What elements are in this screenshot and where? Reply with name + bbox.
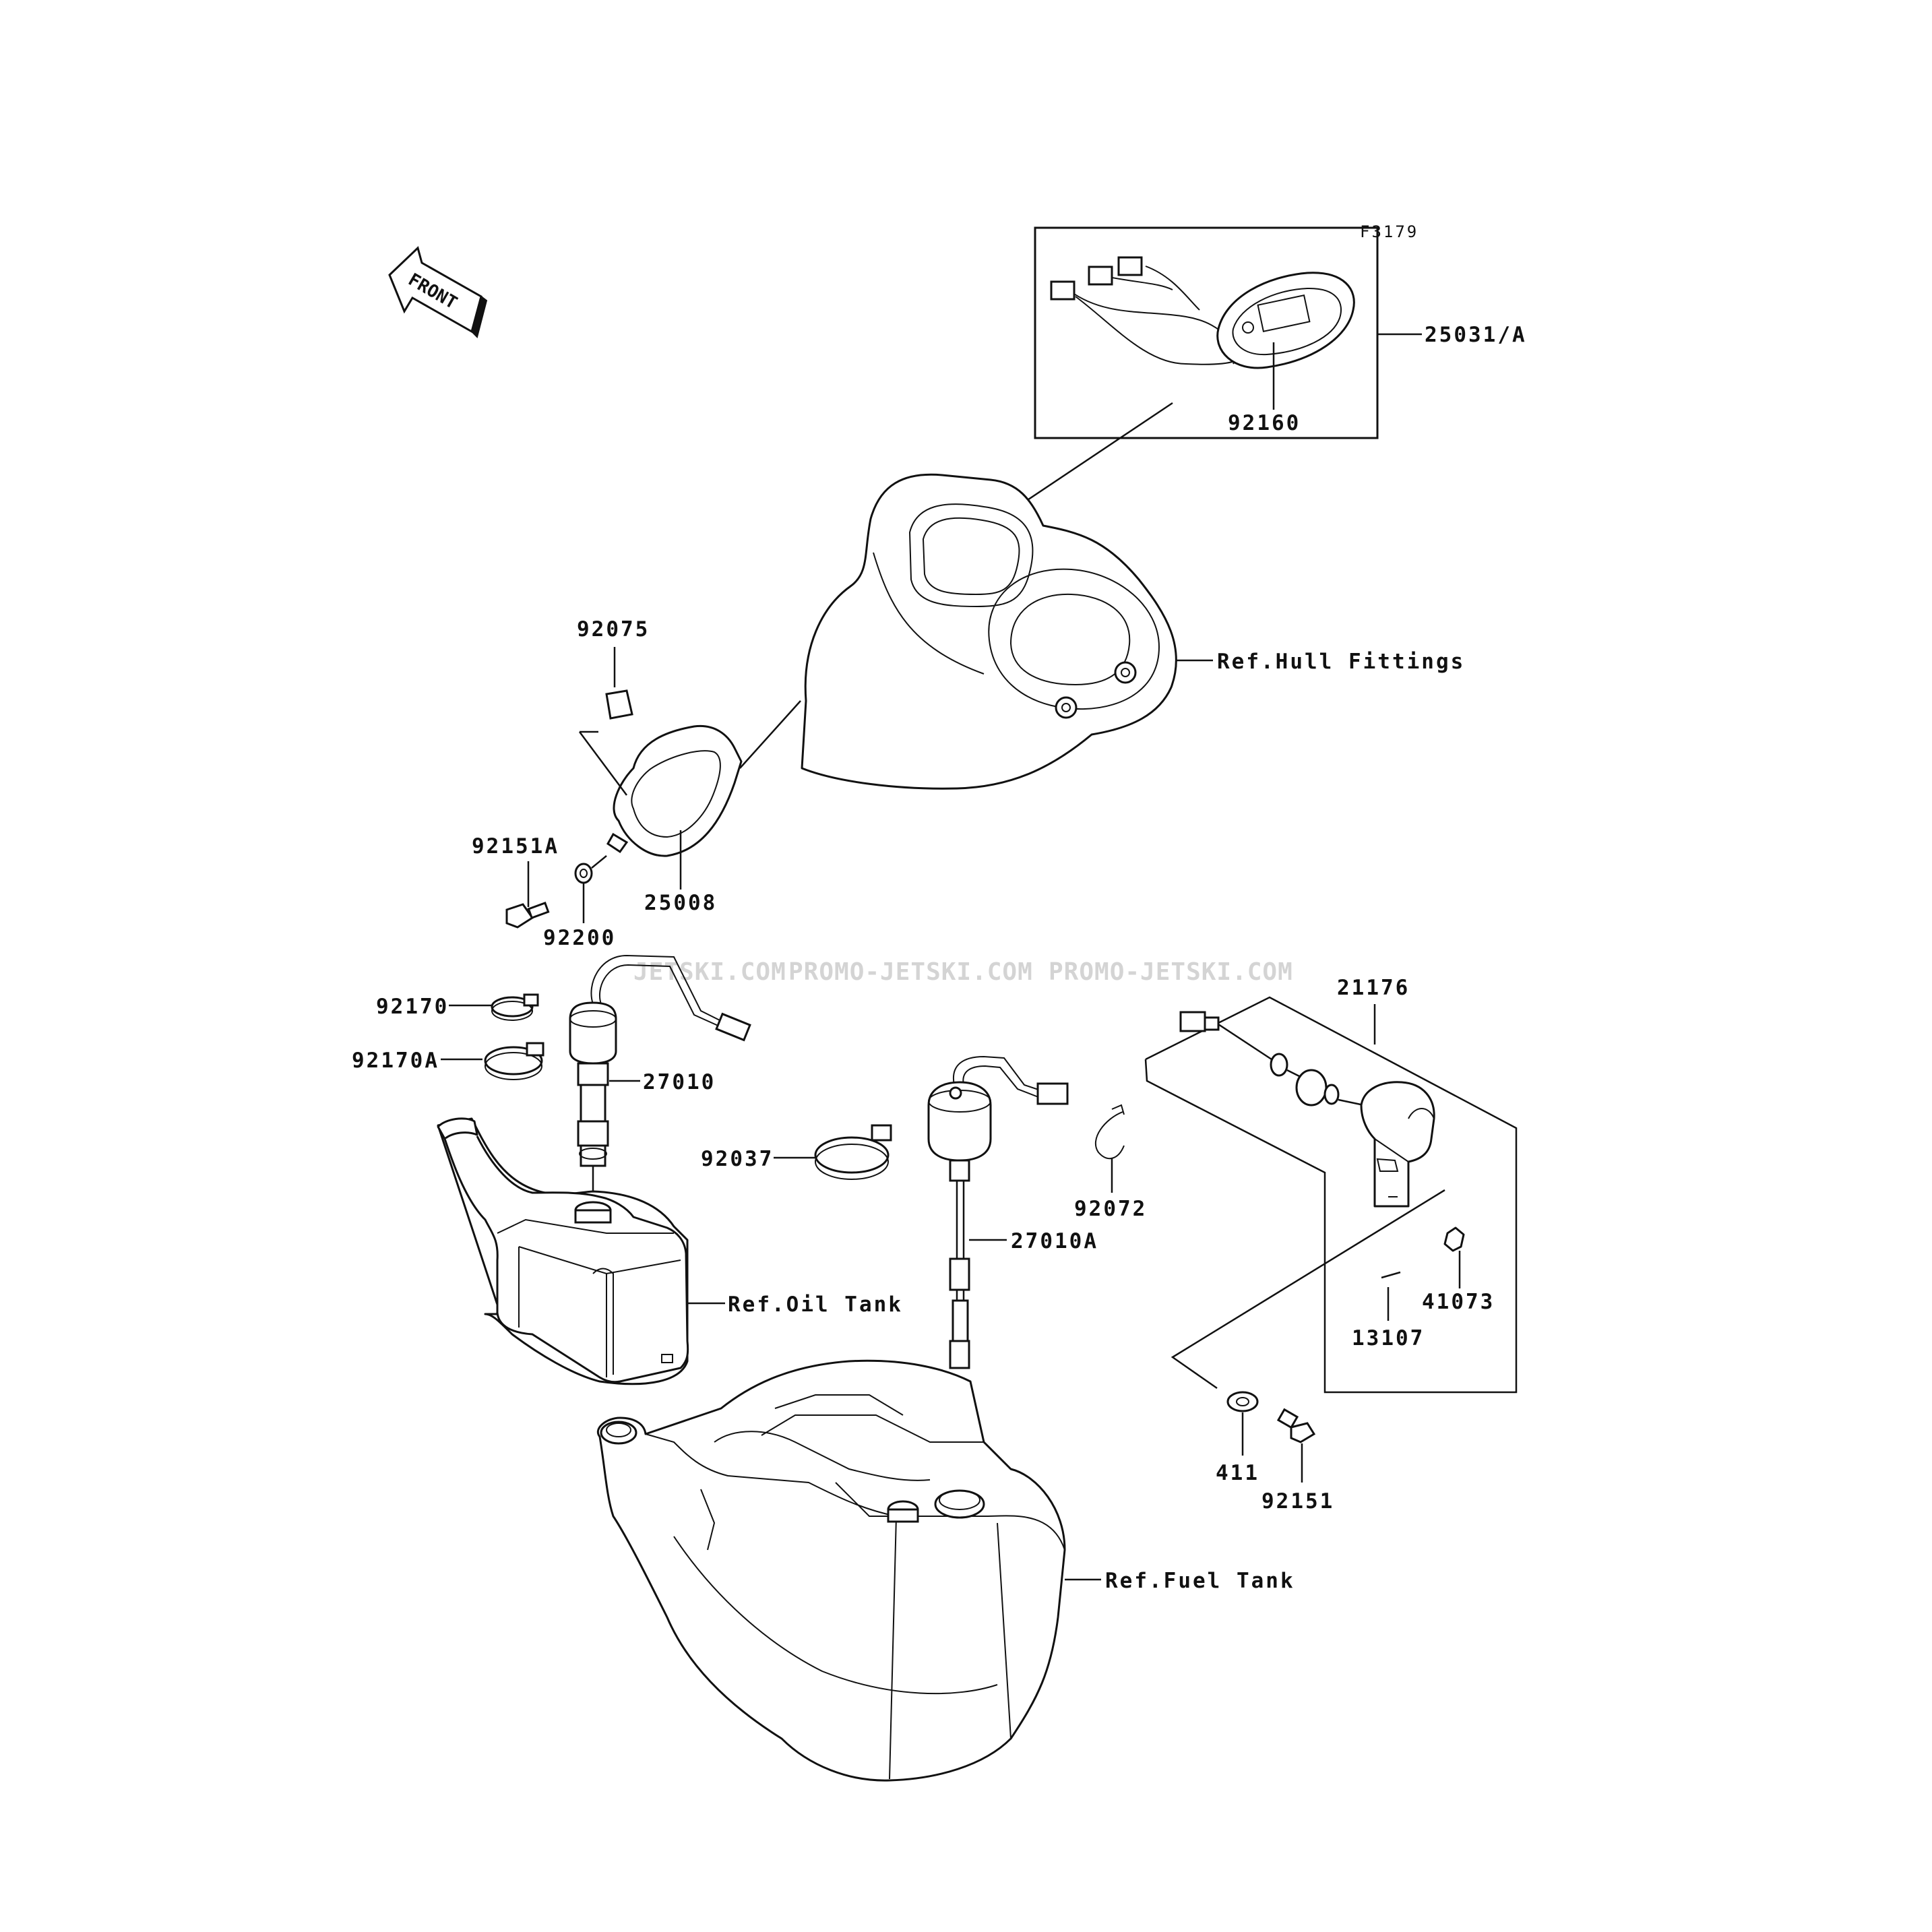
callout-27010: 27010 bbox=[643, 1070, 716, 1094]
part-92151-bolt: 92151 bbox=[1261, 1408, 1334, 1514]
figure-code: F3179 bbox=[1360, 222, 1419, 241]
watermark-left: JETSKI.COM bbox=[633, 958, 786, 986]
leader-unit-to-mount bbox=[1171, 1189, 1445, 1390]
part-21176-unit: 21176 bbox=[1144, 976, 1518, 1394]
callout-92037: 92037 bbox=[701, 1147, 774, 1171]
callout-25008: 25008 bbox=[644, 891, 717, 915]
callout-92151A: 92151A bbox=[472, 834, 559, 859]
callout-13107: 13107 bbox=[1352, 1326, 1425, 1350]
front-direction-arrow: FRONT bbox=[388, 246, 488, 338]
part-92037-clamp: 92037 bbox=[701, 1124, 892, 1180]
part-92075: 92075 bbox=[577, 617, 650, 720]
callout-92170A: 92170A bbox=[352, 1049, 439, 1073]
callout-411: 411 bbox=[1216, 1461, 1259, 1485]
ref-fuel-tank: Ref.Fuel Tank bbox=[1105, 1569, 1295, 1593]
meter-assembly-box: 25031/A 92160 bbox=[1034, 226, 1527, 439]
part-92170A-clamp: 92170A bbox=[352, 1042, 544, 1080]
part-25008-bracket: 25008 bbox=[578, 700, 801, 915]
callout-92072: 92072 bbox=[1074, 1197, 1147, 1221]
part-411-washer: 411 bbox=[1216, 1391, 1259, 1485]
ref-hull-fittings: Ref.Hull Fittings bbox=[1217, 650, 1465, 674]
part-41073-clip: 41073 bbox=[1422, 1226, 1495, 1314]
callout-92075: 92075 bbox=[577, 617, 650, 642]
oil-tank: Ref.Oil Tank bbox=[437, 1117, 903, 1385]
watermark: JETSKI.COM PROMO-JETSKI.COM PROMO-JETSKI… bbox=[633, 958, 1293, 986]
part-92200-washer: 92200 bbox=[543, 855, 616, 950]
fuel-tank: Ref.Fuel Tank bbox=[597, 1359, 1295, 1782]
part-92072-band: 92072 bbox=[1074, 1104, 1147, 1221]
callout-25031A: 25031/A bbox=[1425, 323, 1527, 347]
watermark-right: PROMO-JETSKI.COM bbox=[1049, 958, 1293, 986]
ref-oil-tank: Ref.Oil Tank bbox=[728, 1292, 903, 1317]
callout-92200: 92200 bbox=[543, 926, 616, 950]
part-27010-oil-sensor: 27010 bbox=[569, 954, 751, 1206]
part-13107-pin: 13107 bbox=[1352, 1271, 1425, 1350]
callout-41073: 41073 bbox=[1422, 1290, 1495, 1314]
callout-92151: 92151 bbox=[1261, 1489, 1334, 1514]
callout-92170: 92170 bbox=[376, 995, 449, 1019]
callout-21176: 21176 bbox=[1337, 976, 1410, 1000]
hull-panel: Ref.Hull Fittings bbox=[801, 473, 1465, 790]
callout-92160: 92160 bbox=[1228, 411, 1301, 435]
part-92151A-bolt: 92151A bbox=[472, 834, 559, 929]
callout-27010A: 27010A bbox=[1011, 1229, 1098, 1253]
part-92170-clamp: 92170 bbox=[376, 993, 539, 1021]
watermark-mid: PROMO-JETSKI.COM bbox=[788, 958, 1033, 986]
